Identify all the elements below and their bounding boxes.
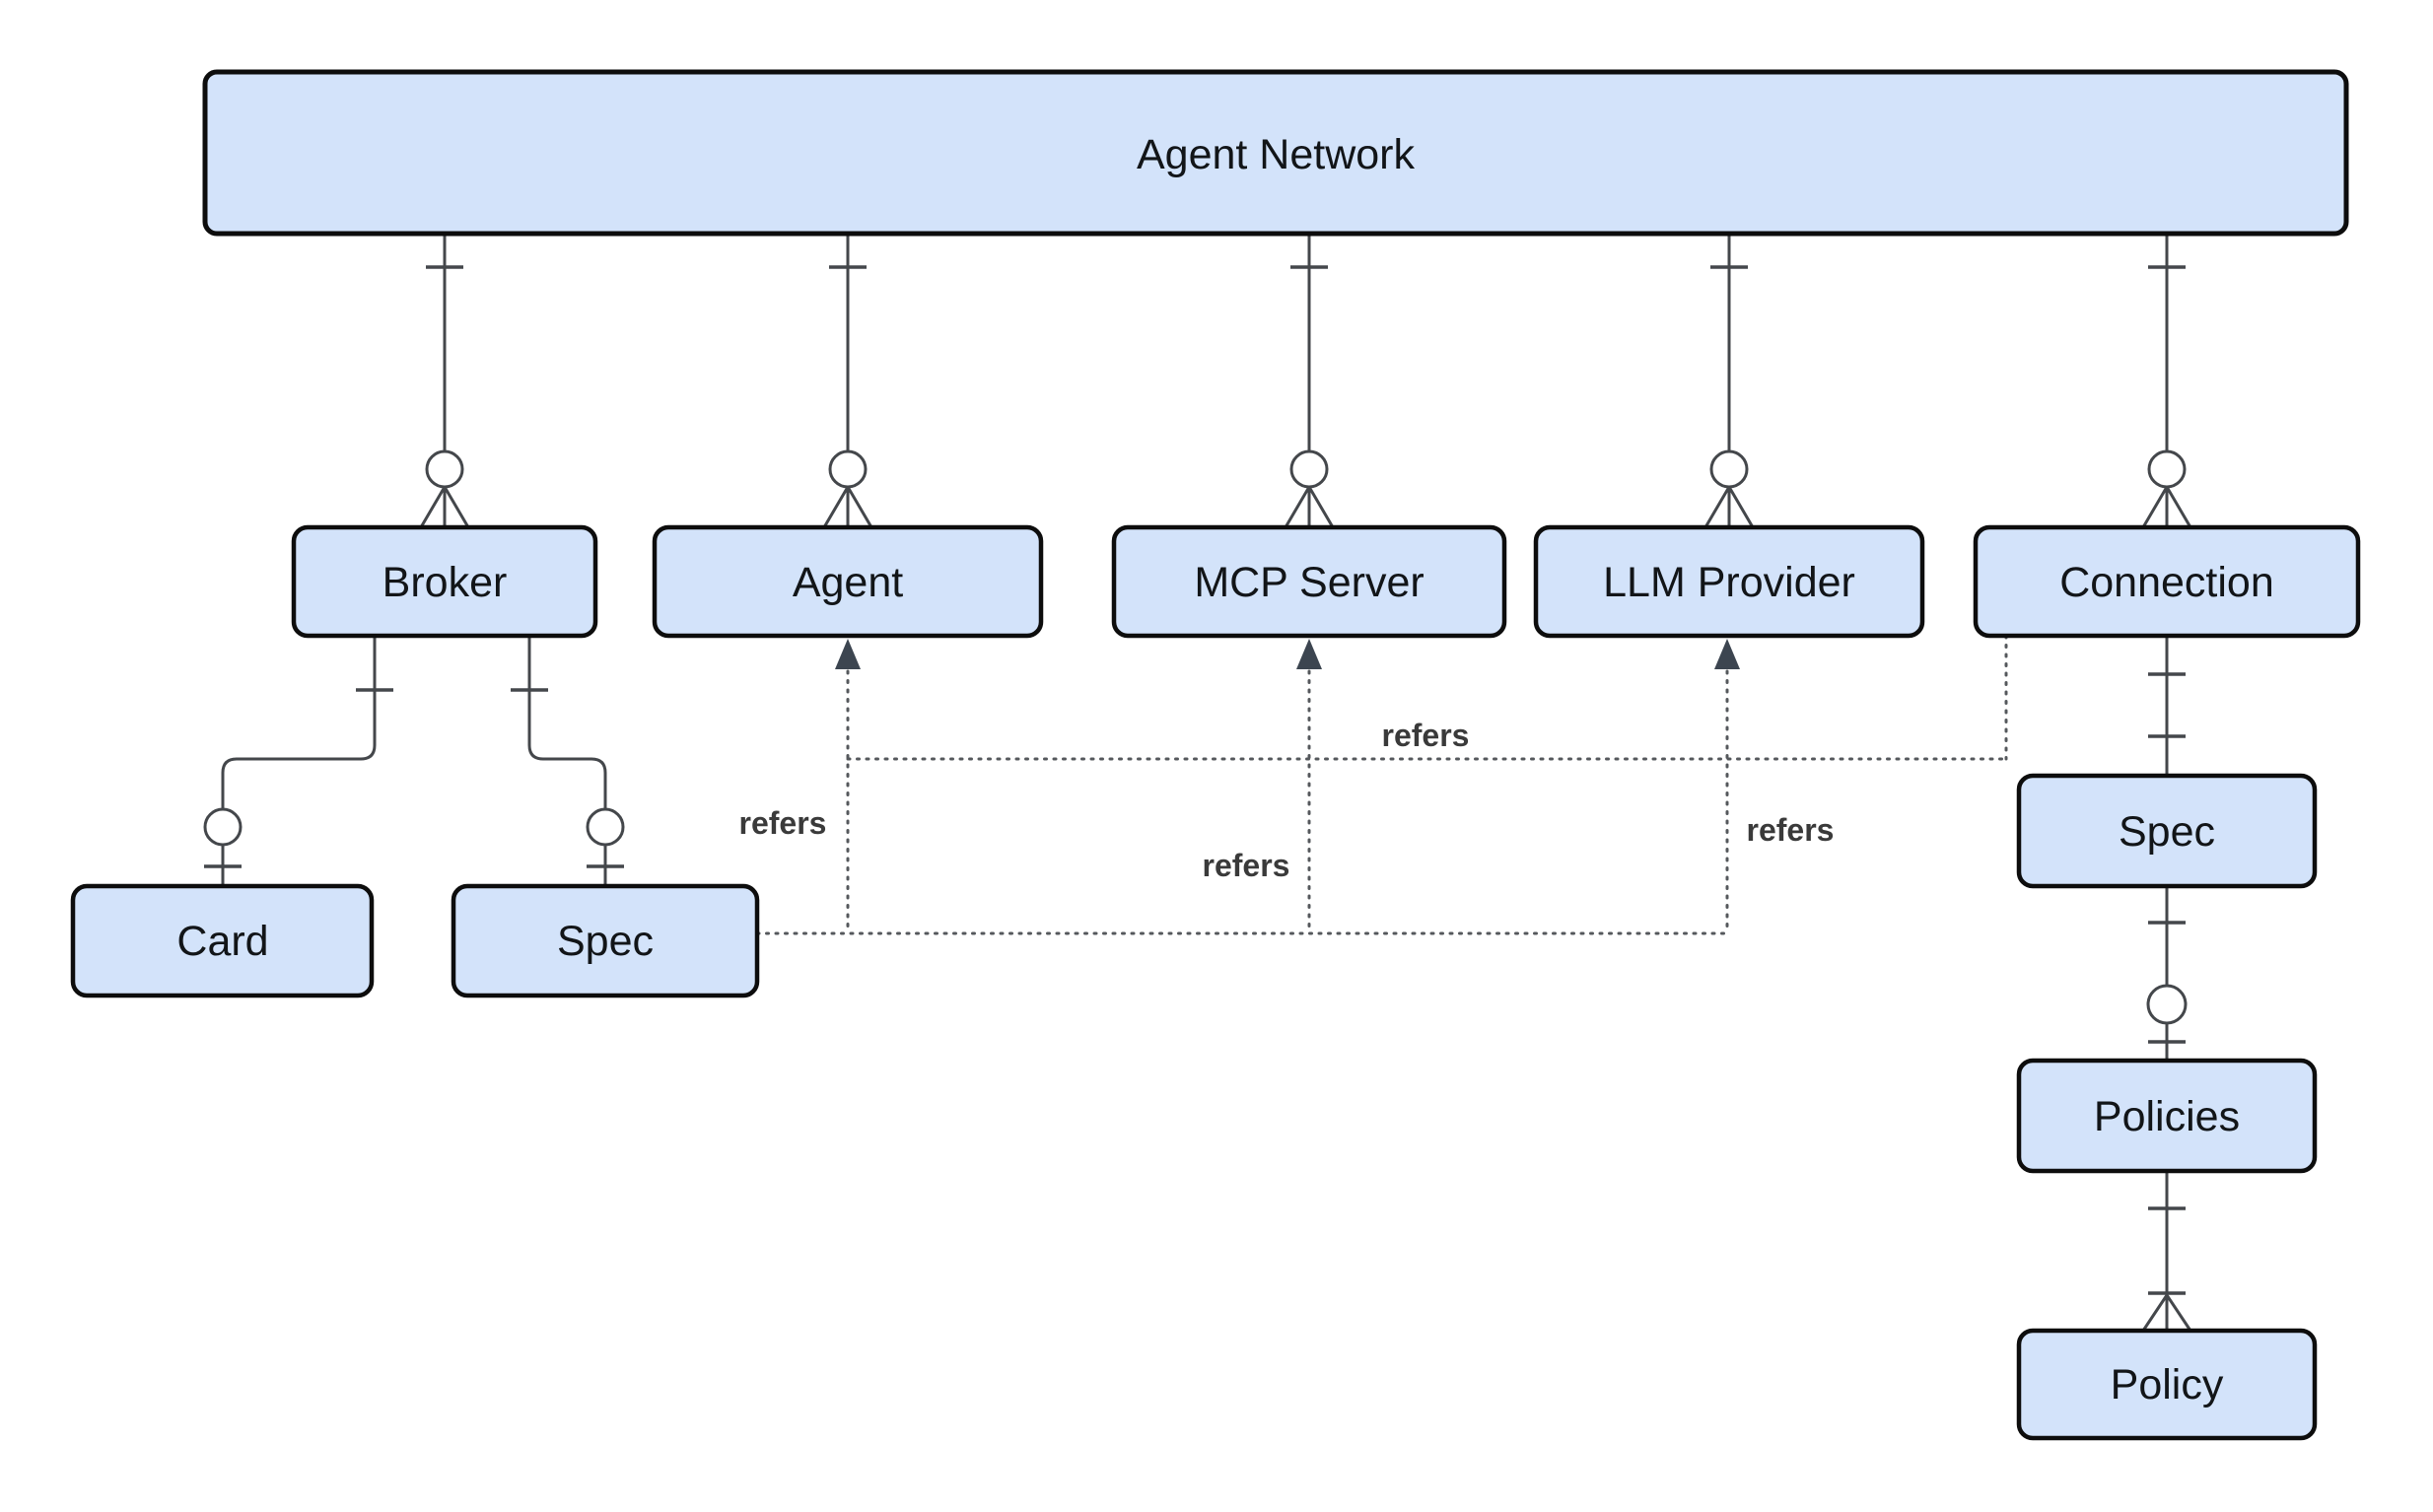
entity-card: Card [70, 883, 375, 998]
zero-marker-circle [2146, 984, 2188, 1025]
entity-label: Connection [2059, 559, 2274, 606]
entity-mcp-server: MCP Server [1111, 524, 1507, 639]
refers-label-connection-agent: refers [1382, 718, 1470, 753]
entity-agent-network: Agent Network [202, 69, 2349, 237]
entity-box [291, 524, 598, 639]
entity-label: Spec [557, 918, 654, 965]
entity-label: Broker [382, 559, 508, 606]
entity-label: MCP Server [1194, 559, 1424, 606]
entity-connection-spec: Spec [2016, 773, 2318, 889]
connector-policies-to-policy [2141, 1171, 2192, 1332]
entity-agent: Agent [652, 524, 1044, 639]
entity-broker: Broker [291, 524, 598, 639]
zero-marker-circle [586, 807, 625, 847]
entity-box [451, 883, 760, 998]
crowfoot-many-marker [1284, 486, 1335, 528]
connector-spec-to-policies [2146, 886, 2188, 1061]
entity-label: Card [176, 918, 268, 965]
entity-box [1533, 524, 1925, 639]
connector-network-to-llm-provider [1703, 234, 1755, 528]
crowfoot-many-marker [2141, 486, 2192, 528]
entity-connection: Connection [1973, 524, 2361, 639]
zero-marker-circle [1289, 449, 1329, 489]
entity-label: Policy [2111, 1361, 2224, 1409]
entity-label: Spec [2119, 808, 2215, 856]
crowfoot-many-marker [822, 486, 873, 528]
refers-label-spec-mcp: refers [1203, 848, 1290, 883]
entity-label: Agent [793, 559, 903, 606]
entity-box [2016, 1058, 2318, 1174]
connector-network-to-agent [822, 234, 873, 528]
connector-network-to-mcp-server [1284, 234, 1335, 528]
crowfoot-many-marker [1703, 486, 1755, 528]
entity-label: Policies [2094, 1093, 2240, 1140]
connector-broker-to-spec [511, 636, 625, 886]
connector-connection-to-spec [2148, 636, 2186, 776]
entity-box [1111, 524, 1507, 639]
refers-label-spec-agent: refers [739, 805, 827, 841]
entity-policy: Policy [2016, 1328, 2318, 1441]
zero-marker-circle [203, 807, 243, 847]
connector-broker-to-card [203, 636, 393, 886]
entity-box [2016, 773, 2318, 889]
entity-box [202, 69, 2349, 237]
entity-box [2016, 1328, 2318, 1441]
arrow-up-icon [1714, 639, 1740, 669]
zero-marker-circle [425, 449, 464, 489]
crowfoot-many-marker [419, 486, 470, 528]
entity-label: Agent Network [1137, 131, 1416, 178]
zero-marker-circle [1709, 449, 1749, 489]
entity-box [70, 883, 375, 998]
zero-marker-circle [2147, 449, 2187, 489]
refers-edges [755, 634, 2008, 935]
entity-policies: Policies [2016, 1058, 2318, 1174]
entity-broker-spec: Spec [451, 883, 760, 998]
zero-marker-circle [828, 449, 868, 489]
refers-label-spec-llm: refers [1747, 812, 1835, 848]
crowfoot-many-marker [2141, 1294, 2192, 1332]
arrow-up-icon [1296, 639, 1322, 669]
entity-label: LLM Provider [1603, 559, 1855, 606]
entity-box [652, 524, 1044, 639]
arrow-up-icon [835, 639, 861, 669]
entity-box [1973, 524, 2361, 639]
entity-llm-provider: LLM Provider [1533, 524, 1925, 639]
connector-network-to-broker [419, 234, 470, 528]
connector-network-to-connection [2141, 234, 2192, 528]
